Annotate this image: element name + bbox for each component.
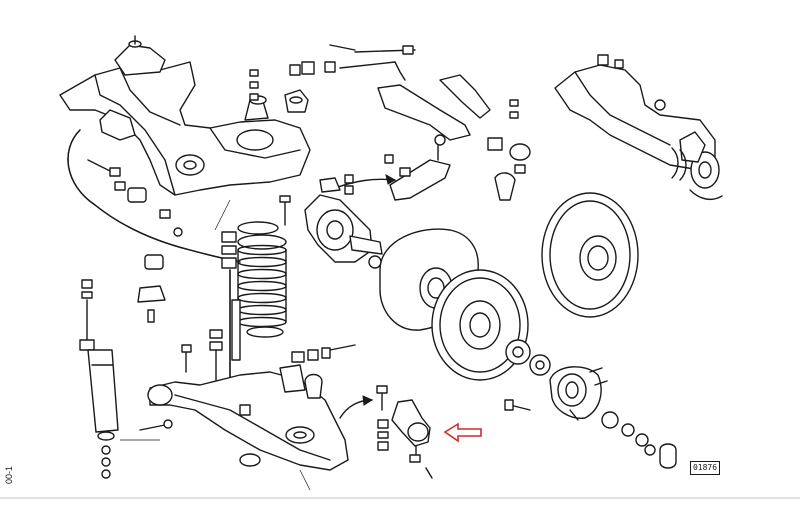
steering-knuckle xyxy=(279,177,383,269)
brake-disc-right xyxy=(541,192,639,318)
assembled-suspension-view xyxy=(554,54,723,201)
hardware-left xyxy=(87,159,183,237)
steering-arm xyxy=(329,134,451,201)
brake-disc-hub xyxy=(431,269,529,381)
crossmember xyxy=(59,35,311,196)
damper-rods xyxy=(181,231,241,421)
shock-absorber xyxy=(79,279,119,479)
upper-arm-parts xyxy=(249,44,519,141)
anti-roll-bar xyxy=(67,129,241,323)
leader-lines xyxy=(120,199,311,491)
upper-ball-joint xyxy=(487,137,531,174)
lower-wishbone xyxy=(139,364,349,471)
page-mark: 00-1 xyxy=(4,466,14,485)
upper-link-hardware xyxy=(291,344,356,363)
lower-ball-joint xyxy=(339,385,433,479)
ball-joint-boot xyxy=(494,172,516,201)
diagram-reference-number: 01876 xyxy=(690,461,720,475)
highlight-arrow xyxy=(443,422,482,443)
bump-stop xyxy=(304,373,323,399)
wheel-bearing-assembly xyxy=(504,339,677,469)
coil-spring xyxy=(237,221,287,338)
